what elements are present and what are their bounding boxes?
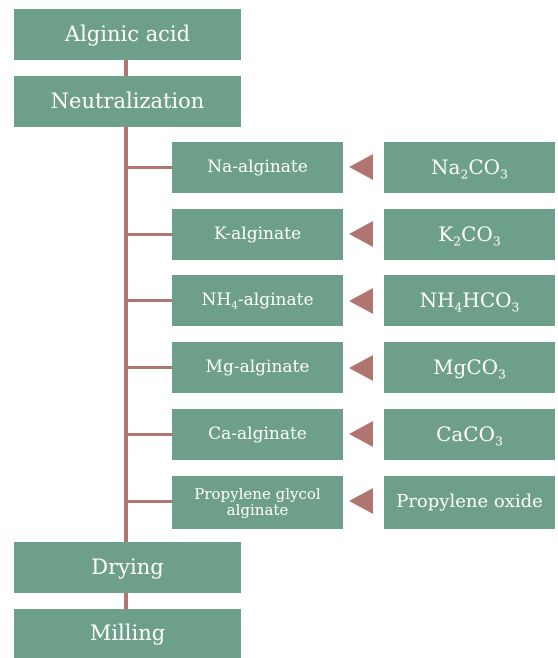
na2co3-label: Na2CO3 bbox=[431, 155, 508, 182]
branch-pg bbox=[124, 500, 173, 503]
arrow-nh4 bbox=[349, 288, 373, 314]
mg-alginate-box: Mg-alginate bbox=[172, 342, 343, 393]
mgco3-label: MgCO3 bbox=[433, 355, 506, 382]
milling-box: Milling bbox=[14, 609, 241, 658]
connector-drying-milling bbox=[124, 593, 128, 610]
k2co3-box: K2CO3 bbox=[384, 209, 555, 260]
arrow-mg bbox=[349, 355, 373, 381]
neutralization-box: Neutralization bbox=[14, 76, 241, 127]
branch-mg bbox=[124, 366, 173, 369]
ca-alginate-label: Ca-alginate bbox=[208, 423, 307, 444]
mg-alginate-label: Mg-alginate bbox=[205, 356, 310, 377]
pg-alginate-line2: alginate bbox=[226, 500, 289, 519]
alginic-acid-box: Alginic acid bbox=[14, 9, 241, 60]
propylene-glycol-alginate-box: Propylene glycol alginate bbox=[172, 476, 343, 529]
caco3-box: CaCO3 bbox=[384, 409, 555, 460]
nh4-alginate-label: NH4-alginate bbox=[201, 289, 314, 312]
alginic-acid-label: Alginic acid bbox=[64, 22, 191, 47]
nh4-alginate-box: NH4-alginate bbox=[172, 275, 343, 326]
arrow-ca bbox=[349, 421, 373, 447]
arrow-pg bbox=[349, 488, 373, 514]
trunk-line bbox=[124, 127, 128, 543]
neutralization-label: Neutralization bbox=[50, 89, 205, 114]
caco3-label: CaCO3 bbox=[436, 422, 503, 449]
drying-label: Drying bbox=[91, 555, 164, 580]
na2co3-box: Na2CO3 bbox=[384, 142, 555, 193]
arrow-na bbox=[349, 154, 373, 180]
na-alginate-label: Na-alginate bbox=[207, 156, 308, 177]
drying-box: Drying bbox=[14, 542, 241, 593]
nh4hco3-label: NH4HCO3 bbox=[419, 288, 520, 315]
k-alginate-label: K-alginate bbox=[213, 223, 302, 244]
milling-label: Milling bbox=[89, 621, 166, 646]
branch-ca bbox=[124, 433, 173, 436]
k2co3-label: K2CO3 bbox=[438, 222, 501, 249]
connector-acid-neutralization bbox=[124, 60, 128, 77]
branch-na bbox=[124, 166, 173, 169]
branch-k bbox=[124, 233, 173, 236]
na-alginate-box: Na-alginate bbox=[172, 142, 343, 193]
propylene-oxide-box: Propylene oxide bbox=[384, 476, 555, 529]
branch-nh4 bbox=[124, 299, 173, 302]
pg-alginate-line1: Propylene glycol bbox=[194, 484, 321, 503]
ca-alginate-box: Ca-alginate bbox=[172, 409, 343, 460]
propylene-oxide-label: Propylene oxide bbox=[396, 491, 543, 513]
mgco3-box: MgCO3 bbox=[384, 342, 555, 393]
k-alginate-box: K-alginate bbox=[172, 209, 343, 260]
nh4hco3-box: NH4HCO3 bbox=[384, 275, 555, 326]
arrow-k bbox=[349, 221, 373, 247]
